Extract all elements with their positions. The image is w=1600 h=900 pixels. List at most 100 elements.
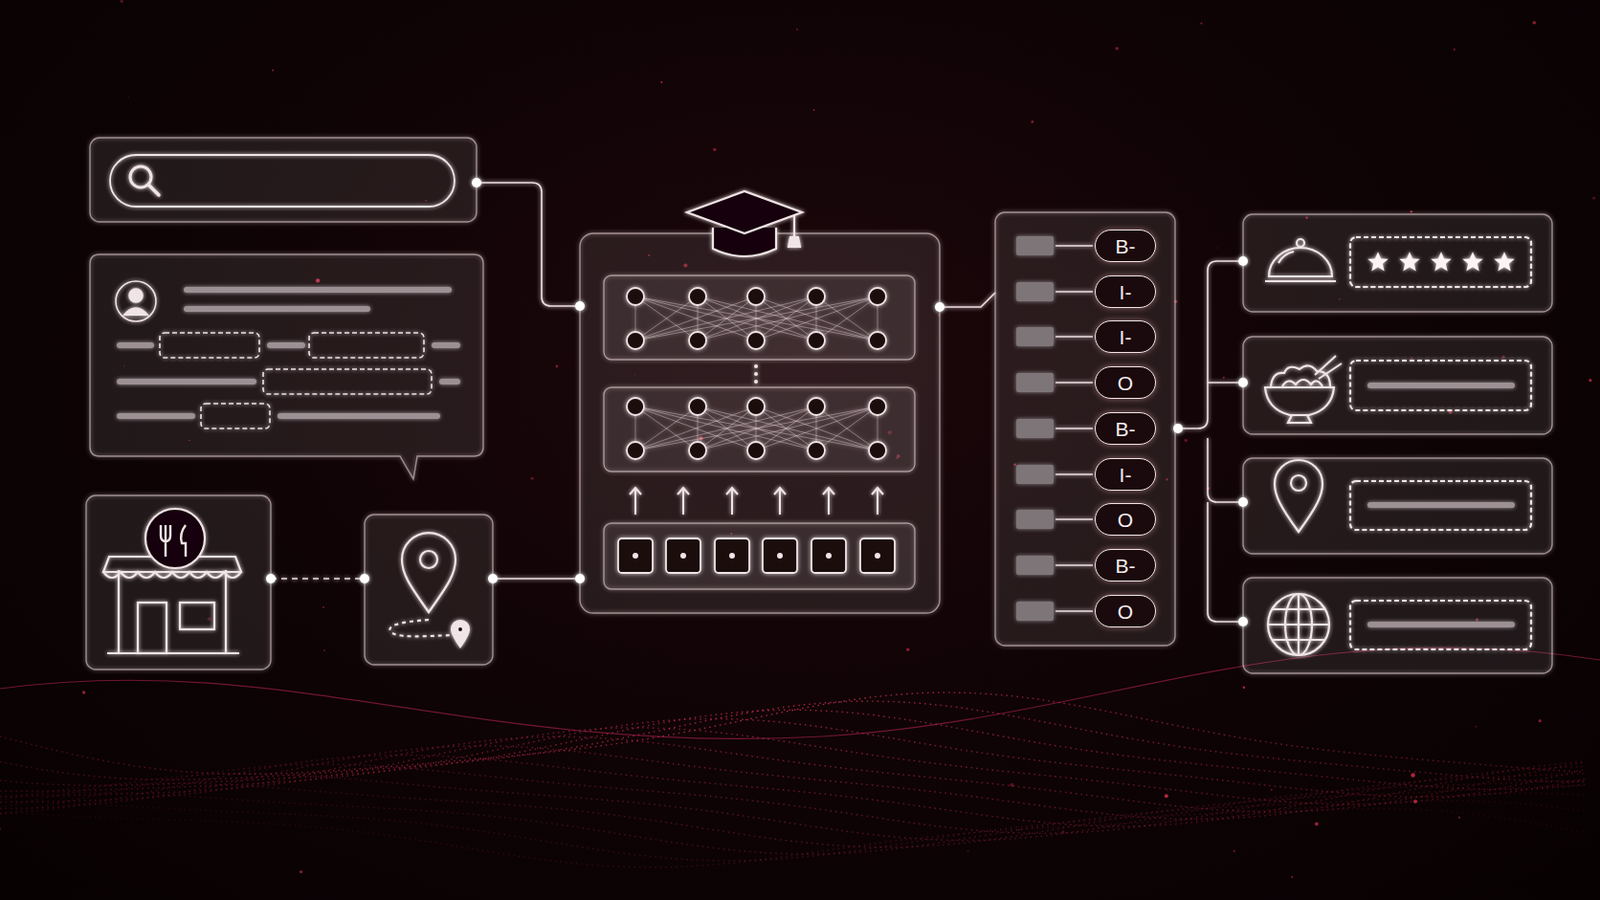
panels xyxy=(86,137,1553,674)
particle xyxy=(1018,829,1020,831)
neuron xyxy=(688,398,707,416)
up-arrow xyxy=(629,488,642,515)
particle xyxy=(1164,794,1169,799)
weight-line xyxy=(635,296,698,341)
particle xyxy=(1592,196,1596,200)
particle xyxy=(796,28,799,31)
particle xyxy=(967,850,970,853)
weight-line xyxy=(697,406,878,451)
restaurant-icon xyxy=(103,509,242,654)
weight-line xyxy=(816,406,878,451)
particle xyxy=(1410,210,1413,213)
particle xyxy=(1474,726,1477,729)
neuron xyxy=(626,398,645,416)
review-text xyxy=(115,281,458,429)
particle xyxy=(1184,439,1188,443)
token-square xyxy=(618,538,653,574)
tag-label: I- xyxy=(1119,327,1133,348)
neuron xyxy=(807,442,825,460)
particle xyxy=(1538,719,1542,723)
particle xyxy=(1200,22,1202,24)
weight-line xyxy=(816,406,878,451)
pin-icon xyxy=(1274,460,1532,533)
token-placeholder xyxy=(1016,327,1054,347)
particle xyxy=(1217,247,1219,249)
particle xyxy=(1270,789,1273,792)
particle xyxy=(1410,773,1415,778)
neuron xyxy=(747,288,765,306)
particle xyxy=(530,477,534,481)
tag-stub xyxy=(1055,335,1093,338)
noodle-icon xyxy=(1265,355,1532,423)
wave-dots xyxy=(0,692,1585,775)
neuron xyxy=(868,398,887,416)
particle xyxy=(1314,822,1319,826)
neuron xyxy=(868,442,887,460)
up-arrow xyxy=(726,488,738,515)
tag-label: O xyxy=(1117,510,1134,531)
tag-pill: I- xyxy=(1094,458,1156,491)
tag-stub xyxy=(1055,610,1093,613)
neuron xyxy=(688,442,707,460)
particle xyxy=(712,148,716,152)
particle xyxy=(1166,789,1168,791)
token-square xyxy=(811,538,846,574)
wave-dots xyxy=(0,746,1585,821)
particle xyxy=(1157,808,1159,810)
particle xyxy=(555,365,559,369)
wave-dots xyxy=(0,808,1585,868)
route-icon xyxy=(389,533,469,647)
tag-pill: O xyxy=(1094,503,1156,536)
particle-wave xyxy=(0,647,1600,868)
input-arrows xyxy=(629,488,884,515)
tag-label: B- xyxy=(1115,555,1136,577)
wave-dots xyxy=(0,701,1585,782)
particle xyxy=(1232,850,1236,854)
wave-dots xyxy=(0,800,1585,862)
tag-stub xyxy=(1055,473,1093,476)
weight-line xyxy=(816,296,878,341)
token-embeddings xyxy=(618,538,895,574)
tag-pill: O xyxy=(1094,366,1156,400)
wire-dots xyxy=(266,177,1248,627)
token-rows xyxy=(1016,236,1093,622)
particle xyxy=(1222,377,1225,379)
particle xyxy=(120,0,124,3)
particle xyxy=(127,96,129,98)
neuron xyxy=(626,288,645,306)
tag-label: O xyxy=(1117,601,1134,623)
wave-dots xyxy=(0,783,1585,848)
token-placeholder xyxy=(1016,373,1054,393)
layer-dots xyxy=(754,364,758,384)
star-rating xyxy=(1350,237,1532,288)
star xyxy=(1493,251,1515,271)
particle xyxy=(1588,378,1592,382)
neuron xyxy=(807,288,825,306)
neuron xyxy=(688,288,707,306)
weight-line xyxy=(816,296,878,341)
search-bar xyxy=(110,155,455,207)
token-dot xyxy=(777,553,783,559)
tag-stub xyxy=(1055,290,1093,293)
particle xyxy=(82,690,86,694)
particle xyxy=(906,648,910,652)
particles xyxy=(0,0,1596,879)
weight-line xyxy=(635,296,698,341)
particle xyxy=(1453,47,1456,50)
particle xyxy=(1532,21,1536,25)
token-dot xyxy=(874,553,881,559)
star xyxy=(1399,251,1421,271)
star xyxy=(1367,251,1389,271)
weight-line xyxy=(635,406,698,451)
particle xyxy=(1030,120,1034,124)
token-square xyxy=(714,538,750,574)
tag-pill: O xyxy=(1094,595,1156,628)
tag-pill: B- xyxy=(1094,229,1156,263)
token-placeholder xyxy=(1016,236,1054,256)
weight-line xyxy=(635,406,698,451)
token-dot xyxy=(729,553,735,559)
particle xyxy=(323,649,326,652)
neural-layers xyxy=(626,288,887,460)
particle xyxy=(299,870,303,874)
